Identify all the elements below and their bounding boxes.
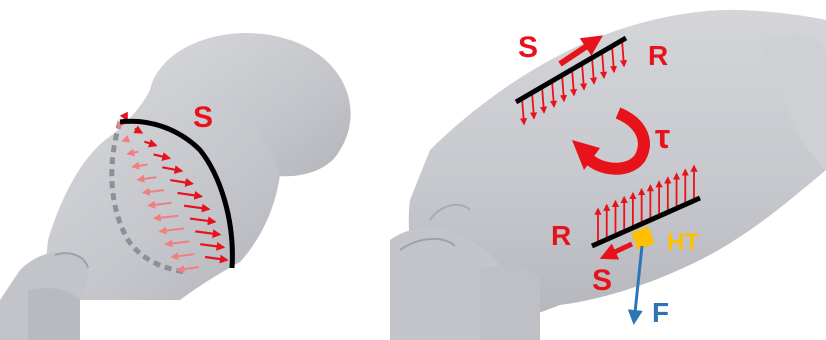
ht-label: HT [667, 229, 699, 256]
torque-label: τ [655, 118, 670, 156]
left-bone-lower-shadow [28, 288, 80, 340]
left-label-shear: S [193, 101, 213, 134]
force-label: F [652, 297, 669, 328]
left-panel: S [0, 33, 351, 340]
top-label-reaction: R [648, 40, 668, 71]
left-faded-arrow [118, 126, 119, 128]
bottom-label-shear: S [592, 264, 612, 297]
right-panel: S R τ R HT S F [390, 10, 826, 340]
right-bone-lower-side [480, 265, 540, 340]
top-label-shear: S [518, 31, 538, 64]
bottom-label-reaction: R [551, 220, 571, 251]
panel-divider [372, 0, 384, 340]
